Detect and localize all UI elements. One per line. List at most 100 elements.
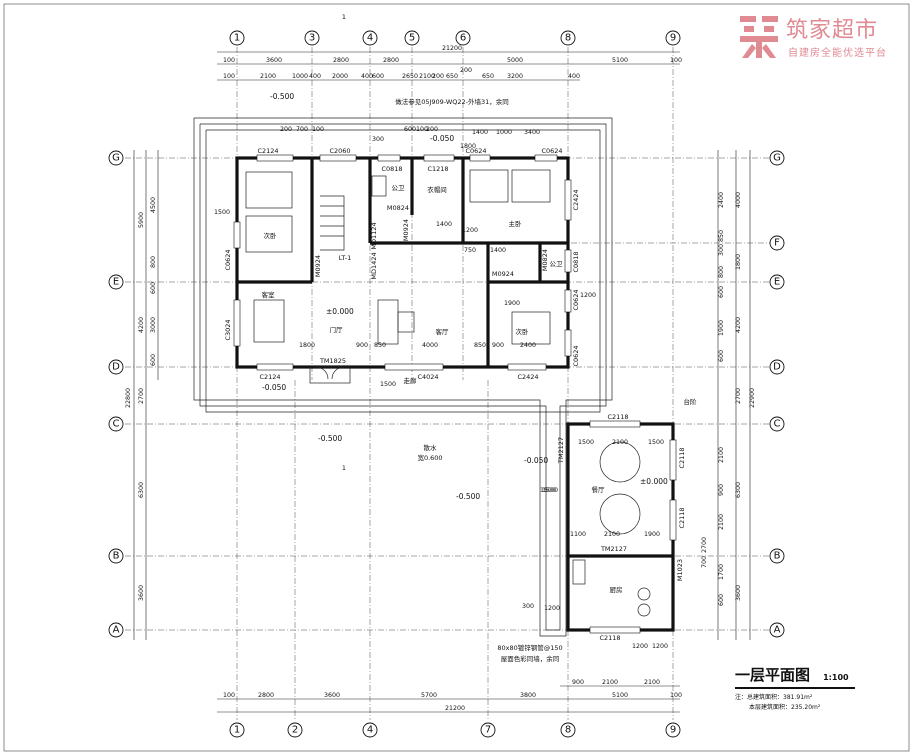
svg-text:100: 100 <box>670 57 682 64</box>
svg-text:1500: 1500 <box>542 487 558 494</box>
floor-area-line: 本层建筑面积：235.20m² <box>749 702 855 711</box>
dimension-right: 4000 1800 4200 2700 22900 6300 3600 2400… <box>701 150 756 640</box>
svg-text:-0.500: -0.500 <box>456 492 480 501</box>
svg-text:次卧: 次卧 <box>264 231 278 240</box>
svg-text:3600: 3600 <box>266 57 282 64</box>
svg-text:100: 100 <box>416 126 428 133</box>
svg-text:2000: 2000 <box>332 73 348 80</box>
svg-text:600: 600 <box>150 282 157 294</box>
svg-text:客室: 客室 <box>262 290 276 299</box>
svg-text:800: 800 <box>150 256 157 268</box>
brand-slogan: 自建房全能优选平台 <box>788 48 887 59</box>
svg-text:900: 900 <box>492 342 504 349</box>
svg-text:3600: 3600 <box>735 585 742 601</box>
svg-text:C4024: C4024 <box>417 373 438 381</box>
svg-text:2700: 2700 <box>701 537 708 553</box>
svg-text:餐厅: 餐厅 <box>592 485 606 494</box>
svg-text:3000: 3000 <box>150 317 157 333</box>
axis-grid-vertical <box>236 47 674 720</box>
svg-text:E: E <box>774 277 780 288</box>
svg-text:C0624: C0624 <box>465 147 486 155</box>
svg-text:1500: 1500 <box>540 487 556 494</box>
svg-text:-0.050: -0.050 <box>430 134 454 143</box>
total-area-value: 381.91m² <box>783 694 813 701</box>
axis-bubbles-left: G E D C B A <box>108 150 124 638</box>
svg-text:C: C <box>113 419 120 430</box>
svg-text:B: B <box>774 551 781 562</box>
svg-text:D: D <box>773 362 781 373</box>
dimension-left: 22800 5900 4200 2700 6300 3600 4500 800 … <box>125 150 159 640</box>
svg-text:B: B <box>113 551 120 562</box>
svg-text:M0924: M0924 <box>314 255 322 277</box>
svg-text:650: 650 <box>482 73 494 80</box>
drawing-title: 一层平面图 <box>735 666 811 684</box>
svg-text:9: 9 <box>670 725 676 736</box>
window-markers <box>233 154 677 634</box>
svg-text:1: 1 <box>342 13 346 21</box>
elevation-marks: -0.500 -0.050 ±0.000 -0.050 -0.500 -0.05… <box>262 92 668 501</box>
svg-text:1800: 1800 <box>460 143 476 150</box>
svg-text:5900: 5900 <box>138 212 145 228</box>
svg-text:1800: 1800 <box>299 342 315 349</box>
svg-text:2100: 2100 <box>612 439 628 446</box>
svg-text:C0624: C0624 <box>572 289 580 310</box>
svg-text:1: 1 <box>342 464 346 472</box>
svg-text:800: 800 <box>718 266 725 278</box>
axis-bubbles-right: G F E D C B A <box>769 150 785 638</box>
svg-text:-0.050: -0.050 <box>262 383 286 392</box>
svg-text:4200: 4200 <box>735 317 742 333</box>
svg-text:C0624: C0624 <box>224 249 232 270</box>
svg-text:900: 900 <box>718 484 725 496</box>
svg-text:-0.500: -0.500 <box>318 434 342 443</box>
svg-text:C2118: C2118 <box>678 447 686 468</box>
svg-text:300: 300 <box>522 603 534 610</box>
svg-text:200: 200 <box>280 126 292 133</box>
svg-text:2400: 2400 <box>718 192 725 208</box>
svg-text:屋面色彩同墙，余同: 屋面色彩同墙，余同 <box>501 654 560 663</box>
svg-text:C2124: C2124 <box>259 373 280 381</box>
svg-text:-0.500: -0.500 <box>270 92 294 101</box>
svg-text:4200: 4200 <box>138 317 145 333</box>
svg-text:客厅: 客厅 <box>436 327 450 336</box>
svg-text:900: 900 <box>572 679 584 686</box>
svg-text:650: 650 <box>446 73 458 80</box>
svg-text:400: 400 <box>309 73 321 80</box>
svg-text:1400: 1400 <box>490 247 506 254</box>
svg-text:4000: 4000 <box>422 342 438 349</box>
svg-text:衣帽间: 衣帽间 <box>427 185 447 194</box>
svg-text:600: 600 <box>718 286 725 298</box>
svg-text:2800: 2800 <box>258 692 274 699</box>
svg-text:2650: 2650 <box>402 73 418 80</box>
svg-text:100: 100 <box>223 73 235 80</box>
svg-text:21200: 21200 <box>442 45 462 52</box>
notes: 做法参见05J909-WQ22-外墙31，余同 80x80镀锌钢管@150 屋面… <box>342 13 697 663</box>
svg-text:1: 1 <box>234 725 240 736</box>
furniture <box>245 169 651 617</box>
building-walls <box>235 156 675 632</box>
svg-text:TM2127: TM2127 <box>557 437 565 464</box>
svg-text:6: 6 <box>460 33 466 44</box>
svg-text:主卧: 主卧 <box>509 219 523 228</box>
svg-text:1500: 1500 <box>648 439 664 446</box>
svg-text:2700: 2700 <box>138 388 145 404</box>
svg-text:C2118: C2118 <box>607 413 628 421</box>
svg-text:C2124: C2124 <box>257 147 278 155</box>
svg-text:900: 900 <box>356 342 368 349</box>
svg-text:3400: 3400 <box>524 129 540 136</box>
svg-text:1800: 1800 <box>735 254 742 270</box>
svg-text:5: 5 <box>409 33 415 44</box>
total-area-label: 注：总建筑面积： <box>735 694 784 701</box>
svg-text:C0818: C0818 <box>572 251 580 272</box>
svg-text:C2118: C2118 <box>678 507 686 528</box>
svg-text:C2424: C2424 <box>517 373 538 381</box>
svg-text:C2118: C2118 <box>599 634 620 642</box>
drawing-title-block: 一层平面图 1:100 注：总建筑面积：381.91m² 本层建筑面积：235.… <box>735 664 855 711</box>
svg-text:9: 9 <box>670 33 676 44</box>
svg-text:850: 850 <box>374 342 386 349</box>
svg-text:1900: 1900 <box>718 320 725 336</box>
svg-text:C0624: C0624 <box>541 147 562 155</box>
svg-text:LT-1: LT-1 <box>339 254 352 262</box>
svg-text:8: 8 <box>565 725 571 736</box>
dimension-top: 21200 100 3600 2800 2800 5000 5100 100 1… <box>217 45 682 81</box>
interior-dimensions: 1500 1800 900 850 4000 850 900 2400 1900… <box>214 126 668 650</box>
